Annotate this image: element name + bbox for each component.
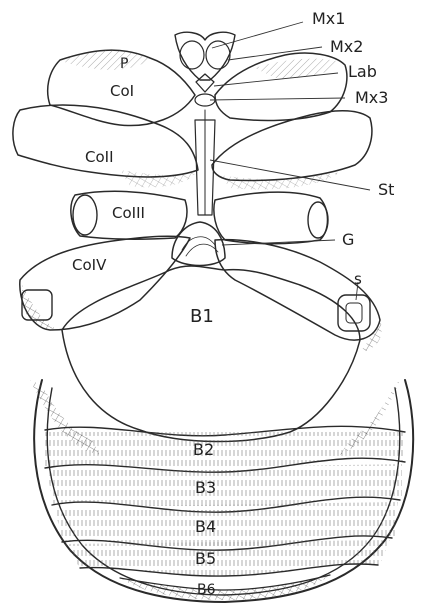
segment-b1 [62, 266, 360, 442]
label-lab: Lab [348, 62, 377, 81]
label-b5: B5 [195, 549, 216, 568]
coxa-iv-left [20, 236, 190, 330]
coxa-ii-right [212, 111, 372, 181]
abdomen [30, 266, 413, 602]
label-mx1: Mx1 [312, 9, 345, 28]
sternum [195, 110, 215, 215]
label-g: G [342, 230, 354, 249]
label-p: P [120, 56, 128, 72]
label-co2: CoII [85, 148, 114, 166]
label-mx3: Mx3 [355, 88, 388, 107]
coxae-left [13, 50, 198, 330]
coxa-iii-right [214, 192, 328, 244]
label-b2: B2 [193, 440, 214, 459]
label-b4: B4 [195, 517, 216, 536]
label-co3: CoIII [112, 204, 145, 222]
label-st: St [378, 180, 394, 199]
label-b1: B1 [190, 306, 214, 327]
label-s: s [354, 270, 362, 288]
label-co1: CoI [110, 82, 134, 100]
label-b6: B6 [197, 582, 216, 598]
label-mx2: Mx2 [330, 37, 363, 56]
coxa-ii-left [13, 105, 198, 177]
coxa-iv-right [215, 240, 380, 340]
mouthparts [175, 32, 235, 106]
label-b3: B3 [195, 478, 216, 497]
label-co4: CoIV [72, 256, 107, 274]
